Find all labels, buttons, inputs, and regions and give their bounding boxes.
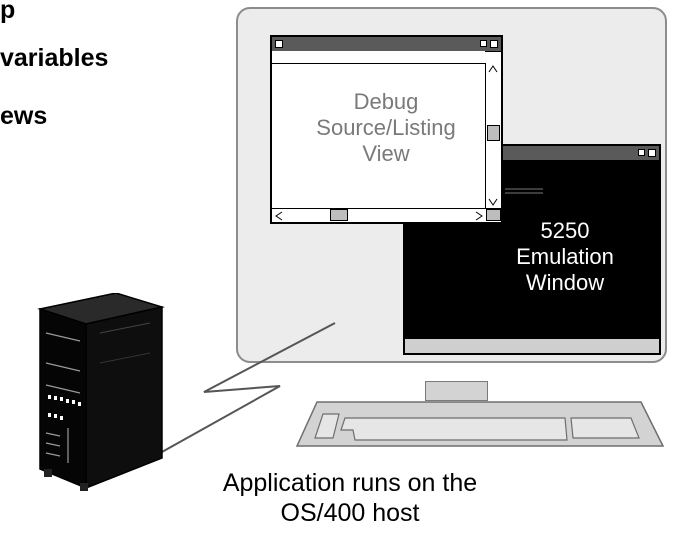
minimize-icon[interactable] <box>638 149 645 156</box>
server-icon <box>37 293 165 491</box>
horizontal-scroll-thumb[interactable] <box>330 209 348 221</box>
debug-label-line3: View <box>362 141 410 166</box>
emulation-label-line3: Window <box>525 270 605 295</box>
debug-window-titlebar[interactable] <box>272 37 501 52</box>
bullet-text-1: p <box>0 0 16 24</box>
emulation-window-label: 5250 Emulation Window <box>465 218 665 296</box>
emulation-label-line1: 5250 <box>540 218 590 243</box>
maximize-icon[interactable] <box>648 149 656 157</box>
debug-label-line2: Source/Listing <box>316 115 456 140</box>
monitor-stand <box>425 381 488 401</box>
debug-window-label: Debug Source/Listing View <box>286 89 486 167</box>
debug-window-menubar[interactable] <box>272 51 485 64</box>
scroll-corner <box>486 209 501 221</box>
bullet-text-3: ews <box>0 102 48 130</box>
keyboard-icon <box>295 401 665 447</box>
system-menu-icon[interactable] <box>275 40 283 48</box>
maximize-icon[interactable] <box>490 40 498 48</box>
text-lines-icon <box>505 188 543 194</box>
diagram-caption: Application runs on the OS/400 host <box>150 468 550 528</box>
horizontal-scrollbar[interactable] <box>272 208 501 222</box>
vertical-scrollbar[interactable] <box>485 63 501 208</box>
bullet-text-2: variables <box>0 44 109 72</box>
scroll-right-icon[interactable] <box>475 211 483 221</box>
debug-label-line1: Debug <box>353 89 419 114</box>
emulation-label-line2: Emulation <box>516 244 614 269</box>
connection-line-icon <box>152 322 336 458</box>
caption-line2: OS/400 host <box>280 499 420 527</box>
minimize-icon[interactable] <box>480 40 487 47</box>
vertical-scroll-thumb[interactable] <box>487 125 500 141</box>
caption-line1: Application runs on the <box>222 469 478 497</box>
scroll-up-icon[interactable] <box>488 65 498 73</box>
scroll-down-icon[interactable] <box>488 198 498 206</box>
emulation-window-statusbar <box>405 339 659 353</box>
debug-window[interactable]: Debug Source/Listing View <box>270 35 503 224</box>
scroll-left-icon[interactable] <box>275 211 283 221</box>
